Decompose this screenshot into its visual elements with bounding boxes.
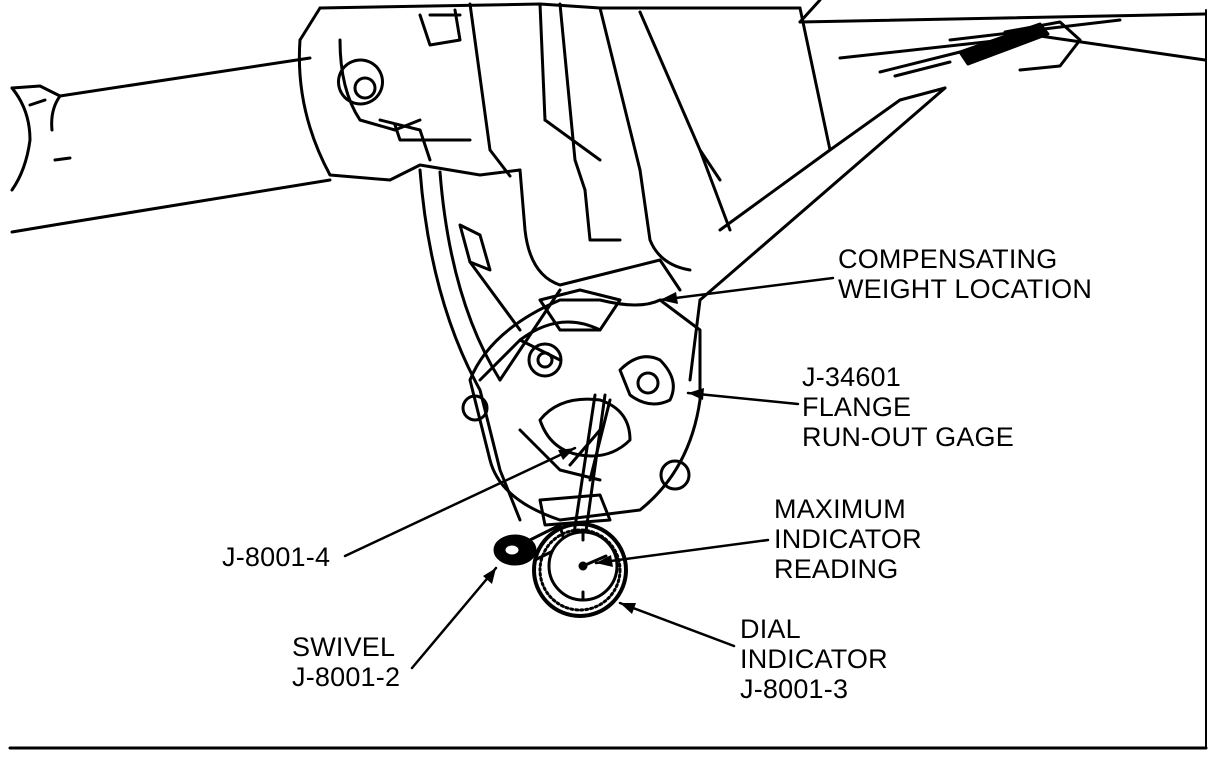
callout-line: J-8001-3 (740, 674, 849, 704)
swivel-knob (493, 523, 567, 566)
differential-housing (297, 2, 947, 382)
callout-dial-indicator: DIAL INDICATOR J-8001-3 (740, 614, 888, 704)
callout-swivel: SWIVEL J-8001-2 (292, 632, 400, 692)
leader-max-reading (594, 538, 770, 565)
callout-j8001-4: J-8001-4 (222, 542, 330, 572)
callout-maximum-indicator-reading: MAXIMUM INDICATOR READING (774, 494, 922, 584)
callout-line: FLANGE (802, 392, 912, 422)
callout-line: SWIVEL (292, 632, 396, 662)
callout-line: WEIGHT LOCATION (838, 274, 1093, 304)
callout-line: INDICATOR (740, 644, 888, 674)
axle-tube-left (10, 56, 332, 234)
leader-swivel (410, 566, 498, 670)
leader-arrowheads (483, 292, 704, 614)
leader-compensating-weight (658, 276, 835, 302)
callout-line: INDICATOR (774, 524, 922, 554)
leader-lines (343, 276, 835, 670)
dial-indicator (532, 522, 628, 618)
flange-runout-gage (461, 258, 702, 522)
callout-line: MAXIMUM (774, 494, 906, 524)
callout-line: DIAL (740, 614, 801, 644)
callout-line: J-8001-2 (292, 662, 401, 692)
callout-line: J-34601 (802, 362, 901, 392)
callout-line: J-8001-4 (222, 542, 331, 572)
callout-line: RUN-OUT GAGE (802, 422, 1014, 452)
axle-tube-right (798, 0, 1207, 78)
callout-line: READING (774, 554, 899, 584)
callout-compensating-weight-location: COMPENSATING WEIGHT LOCATION (838, 244, 1092, 304)
callout-flange-runout-gage: J-34601 FLANGE RUN-OUT GAGE (802, 362, 1014, 452)
leader-dial-indicator (618, 601, 736, 648)
leader-flange-gage (686, 391, 800, 406)
callout-line: COMPENSATING (838, 244, 1058, 274)
leader-j8001-4 (343, 446, 577, 558)
